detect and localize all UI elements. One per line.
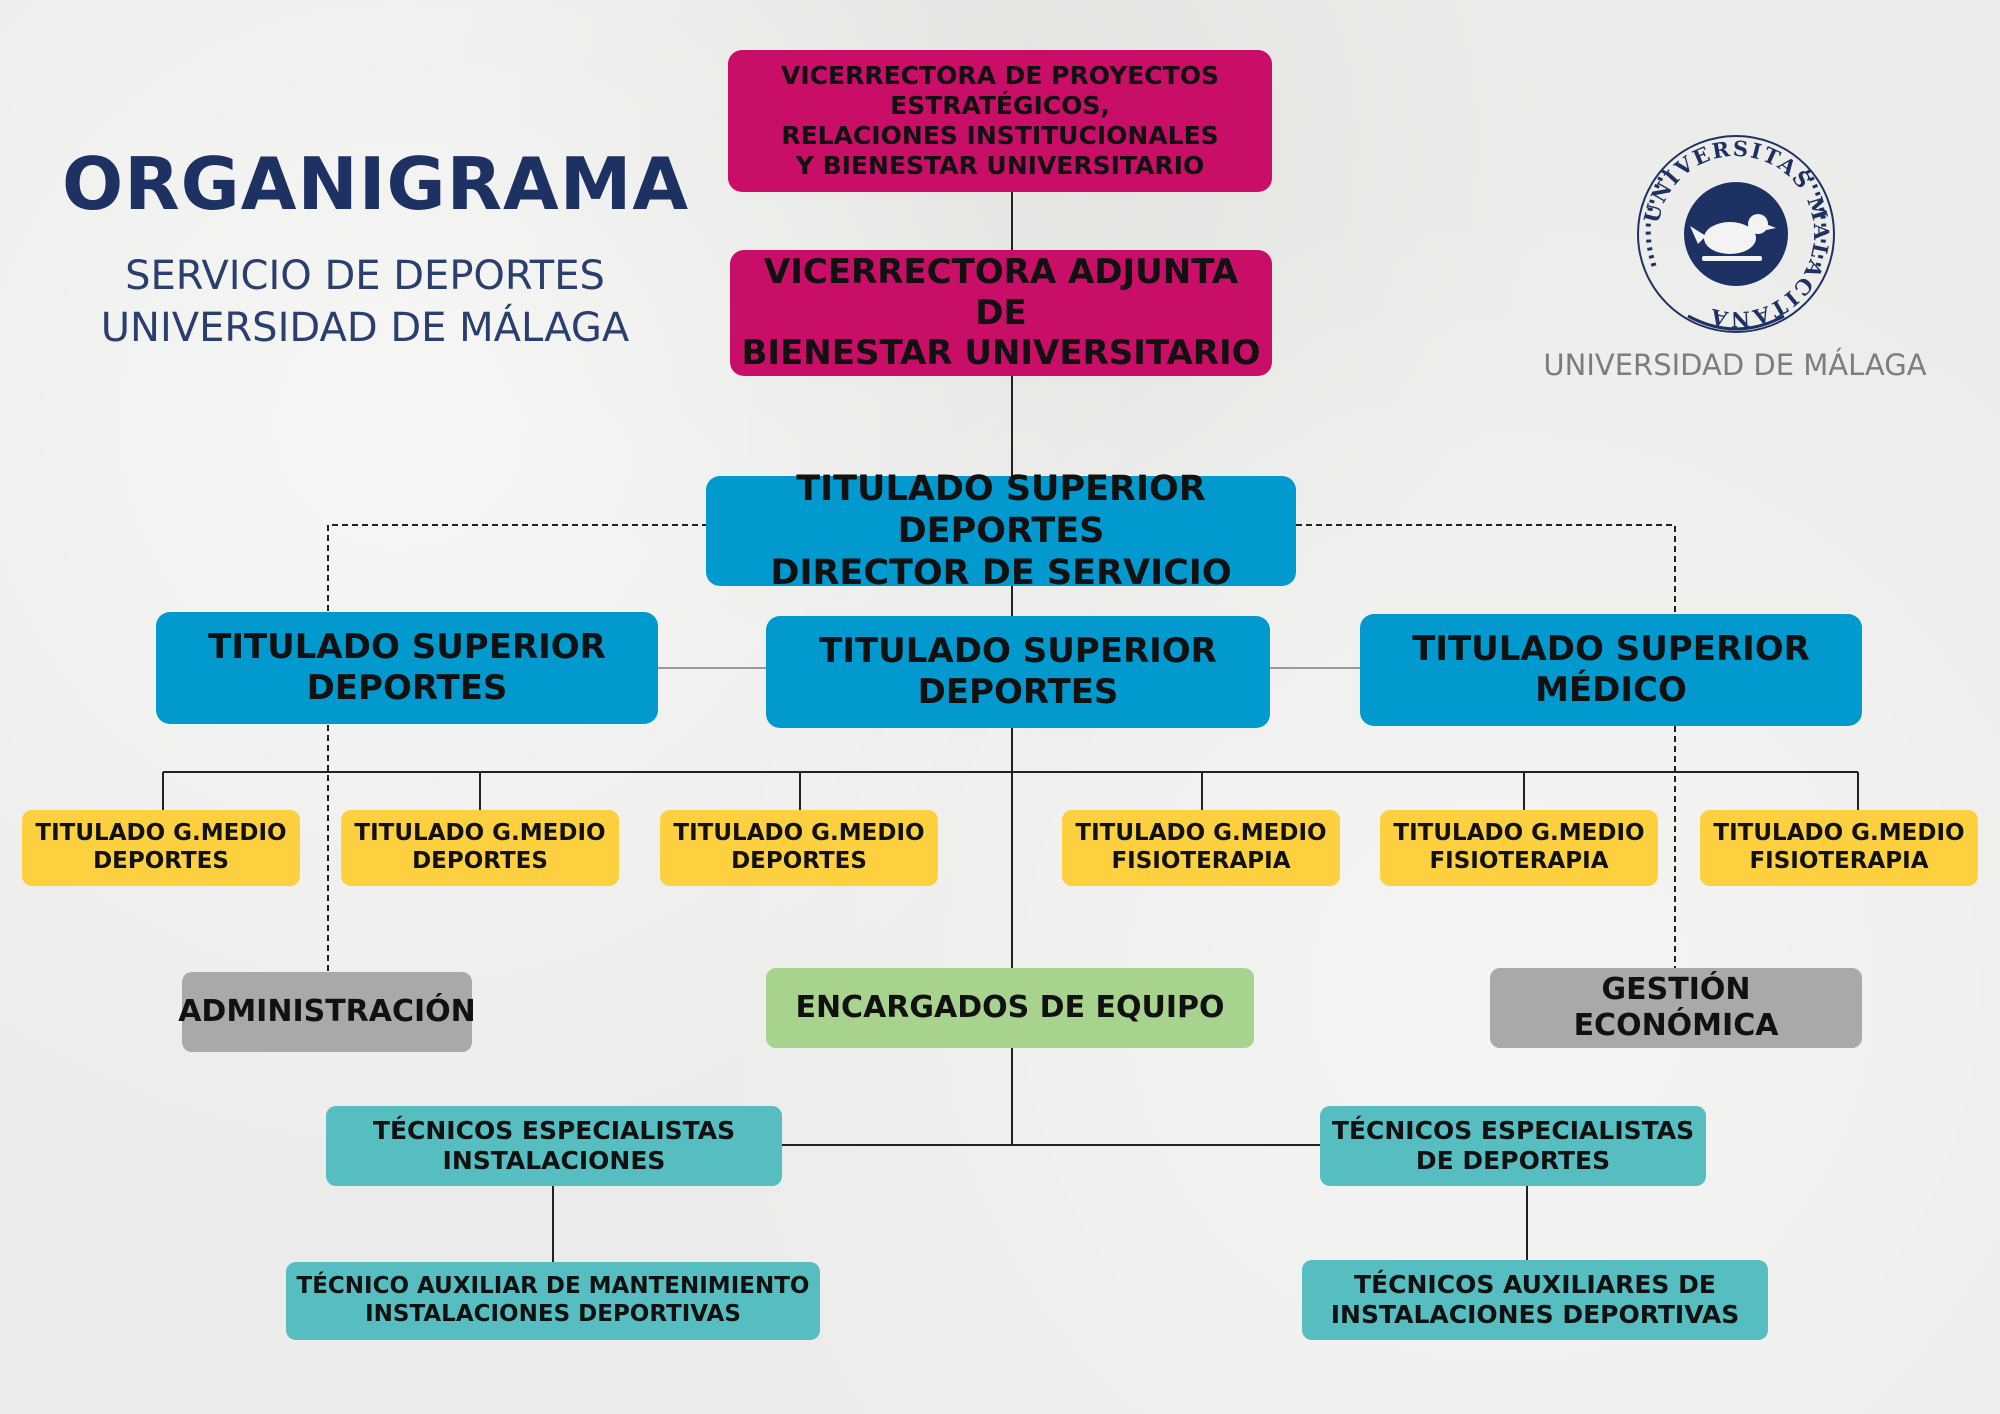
node-tm-fisioterapia-1: TITULADO G.MEDIO FISIOTERAPIA — [1062, 810, 1340, 886]
node-tm-deportes-3: TITULADO G.MEDIO DEPORTES — [660, 810, 938, 886]
node-tecnicos-instalaciones: TÉCNICOS ESPECIALISTAS INSTALACIONES — [326, 1106, 782, 1186]
node-encargados-equipo: ENCARGADOS DE EQUIPO — [766, 968, 1254, 1048]
node-tm-fisioterapia-2: TITULADO G.MEDIO FISIOTERAPIA — [1380, 810, 1658, 886]
node-ts-medico: TITULADO SUPERIOR MÉDICO — [1360, 614, 1862, 726]
dashed-director-gestion — [1296, 524, 1676, 968]
node-tm-fisioterapia-3: TITULADO G.MEDIO FISIOTERAPIA — [1700, 810, 1978, 886]
node-administracion: ADMINISTRACIÓN — [178, 972, 476, 1052]
node-vicerrectora-adjunta: VICERRECTORA ADJUNTA DE BIENESTAR UNIVER… — [730, 250, 1272, 376]
node-auxiliares-instalaciones: TÉCNICOS AUXILIARES DE INSTALACIONES DEP… — [1302, 1260, 1768, 1340]
node-vicerrectora: VICERRECTORA DE PROYECTOS ESTRATÉGICOS, … — [728, 50, 1272, 192]
page-subtitle: SERVICIO DE DEPORTES UNIVERSIDAD DE MÁLA… — [100, 253, 630, 351]
node-tm-deportes-1: TITULADO G.MEDIO DEPORTES — [22, 810, 300, 886]
node-gestion-economica: GESTIÓN ECONÓMICA — [1490, 968, 1862, 1048]
node-ts-deportes-2: TITULADO SUPERIOR DEPORTES — [766, 616, 1270, 728]
node-tecnicos-deportes: TÉCNICOS ESPECIALISTAS DE DEPORTES — [1320, 1106, 1706, 1186]
node-tm-deportes-2: TITULADO G.MEDIO DEPORTES — [341, 810, 619, 886]
node-ts-deportes-1: TITULADO SUPERIOR DEPORTES — [156, 612, 658, 724]
node-auxiliar-mantenimiento: TÉCNICO AUXILIAR DE MANTENIMIENTO INSTAL… — [286, 1262, 820, 1340]
dove-seal-icon — [1690, 214, 1776, 261]
university-name-caption: UNIVERSIDAD DE MÁLAGA — [1543, 348, 1927, 382]
university-seal-logo: UNIVERSITAS MALACITANA — [1637, 135, 1835, 333]
node-director-servicio: TITULADO SUPERIOR DEPORTES DIRECTOR DE S… — [706, 469, 1296, 593]
page-title: ORGANIGRAMA — [62, 142, 690, 226]
dashed-director-administracion — [327, 524, 708, 972]
